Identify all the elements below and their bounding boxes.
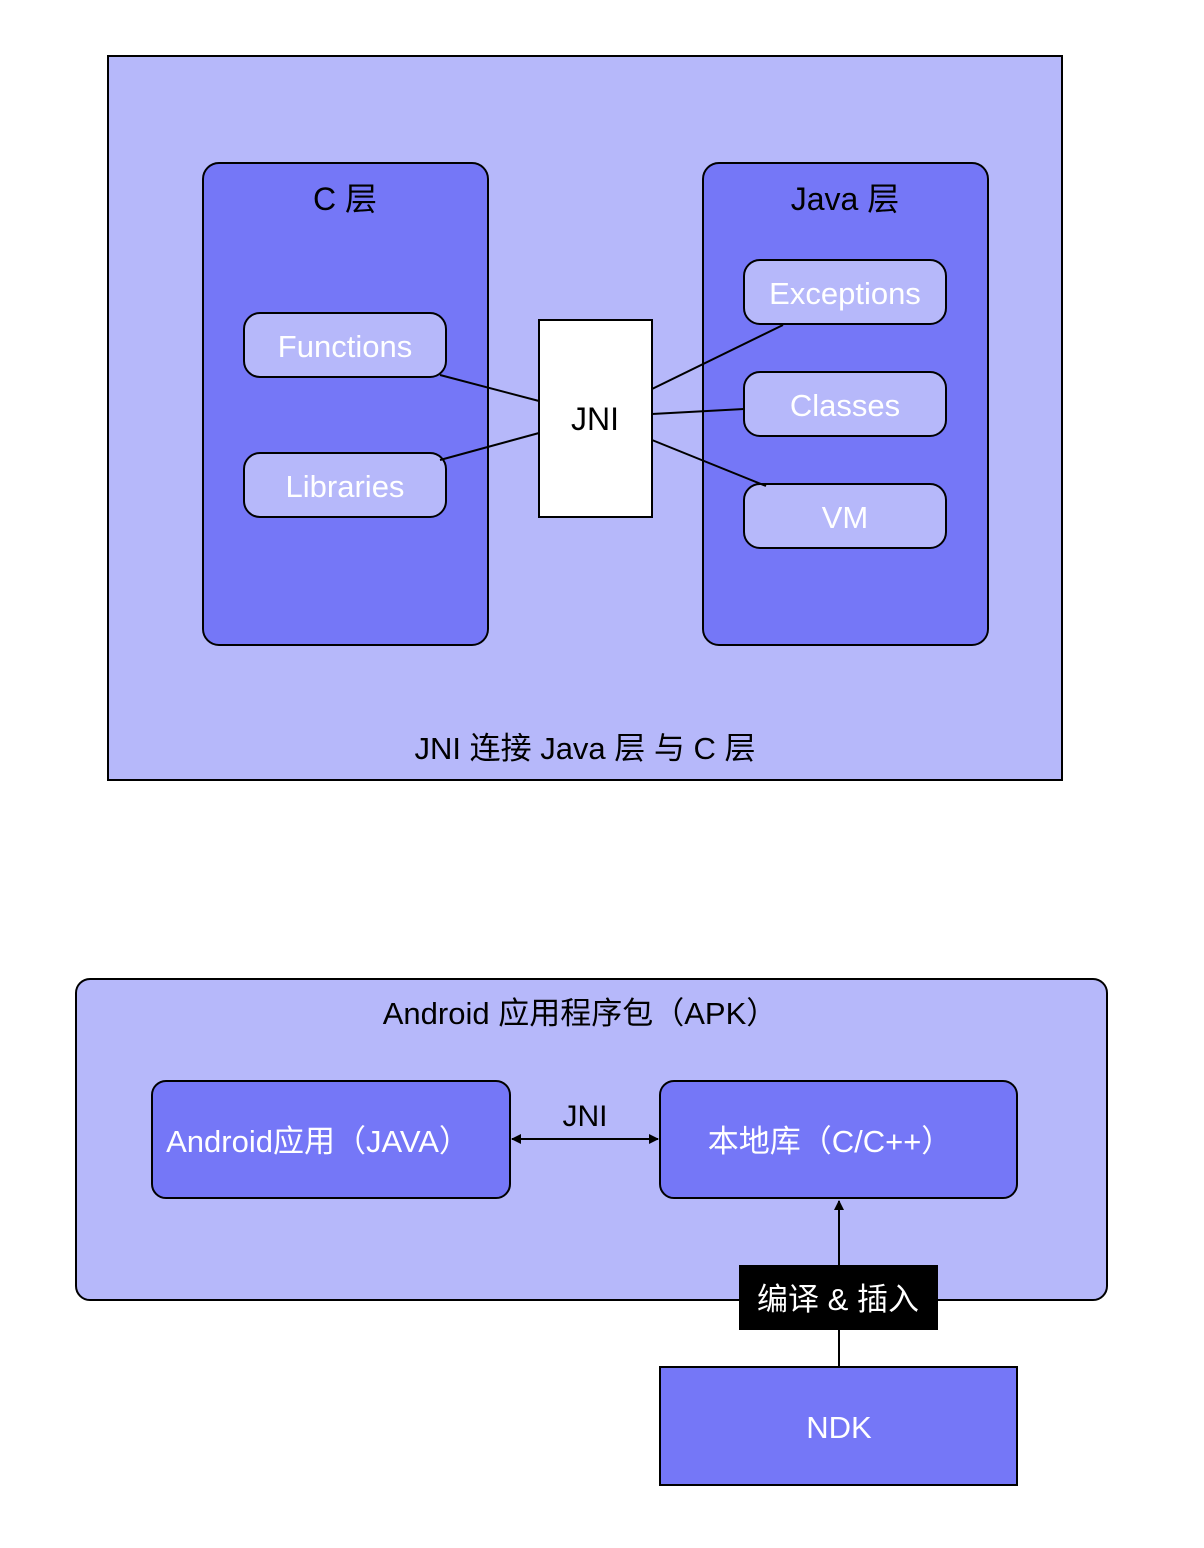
jni-box: [538, 319, 653, 518]
native-lib-box: [659, 1080, 1018, 1199]
compile-insert-label: 编译 & 插入: [757, 1282, 919, 1317]
connector-functions-jni: [439, 374, 540, 402]
classes-label: Classes: [790, 388, 900, 423]
c-layer-title: C 层: [313, 181, 377, 217]
connector-jni-vm: [651, 439, 767, 487]
compile-insert-badge: [739, 1265, 938, 1330]
apk-structure-diagram: Android 应用程序包（APK） Android应用（JAVA） 本地库（C…: [75, 978, 1108, 1486]
apk-title: Android 应用程序包（APK）: [383, 996, 778, 1031]
ndk-label: NDK: [806, 1410, 872, 1445]
connector-jni-exceptions: [651, 324, 784, 390]
java-layer-title: Java 层: [791, 181, 900, 217]
exceptions-box: [743, 259, 947, 325]
exceptions-label: Exceptions: [769, 276, 921, 311]
jni-arrow-label: JNI: [563, 1100, 608, 1133]
classes-box: [743, 371, 947, 437]
libraries-label: Libraries: [286, 469, 405, 504]
native-lib-label: 本地库（C/C++）: [708, 1124, 953, 1159]
connector-libraries-jni: [439, 432, 540, 461]
c-layer-panel: [202, 162, 489, 646]
ndk-box: [659, 1366, 1018, 1486]
jni-box-label: JNI: [571, 401, 619, 437]
android-app-box: [151, 1080, 511, 1199]
diagram1-caption: JNI 连接 Java 层 与 C 层: [414, 731, 755, 766]
connector-jni-classes: [651, 408, 745, 415]
functions-label: Functions: [278, 329, 412, 364]
vm-label: VM: [822, 500, 869, 535]
jni-architecture-diagram: C 层 Functions Libraries Java 层 Exception…: [107, 55, 1063, 781]
libraries-box: [243, 452, 447, 518]
vm-box: [743, 483, 947, 549]
functions-box: [243, 312, 447, 378]
android-app-label: Android应用（JAVA）: [166, 1124, 470, 1159]
